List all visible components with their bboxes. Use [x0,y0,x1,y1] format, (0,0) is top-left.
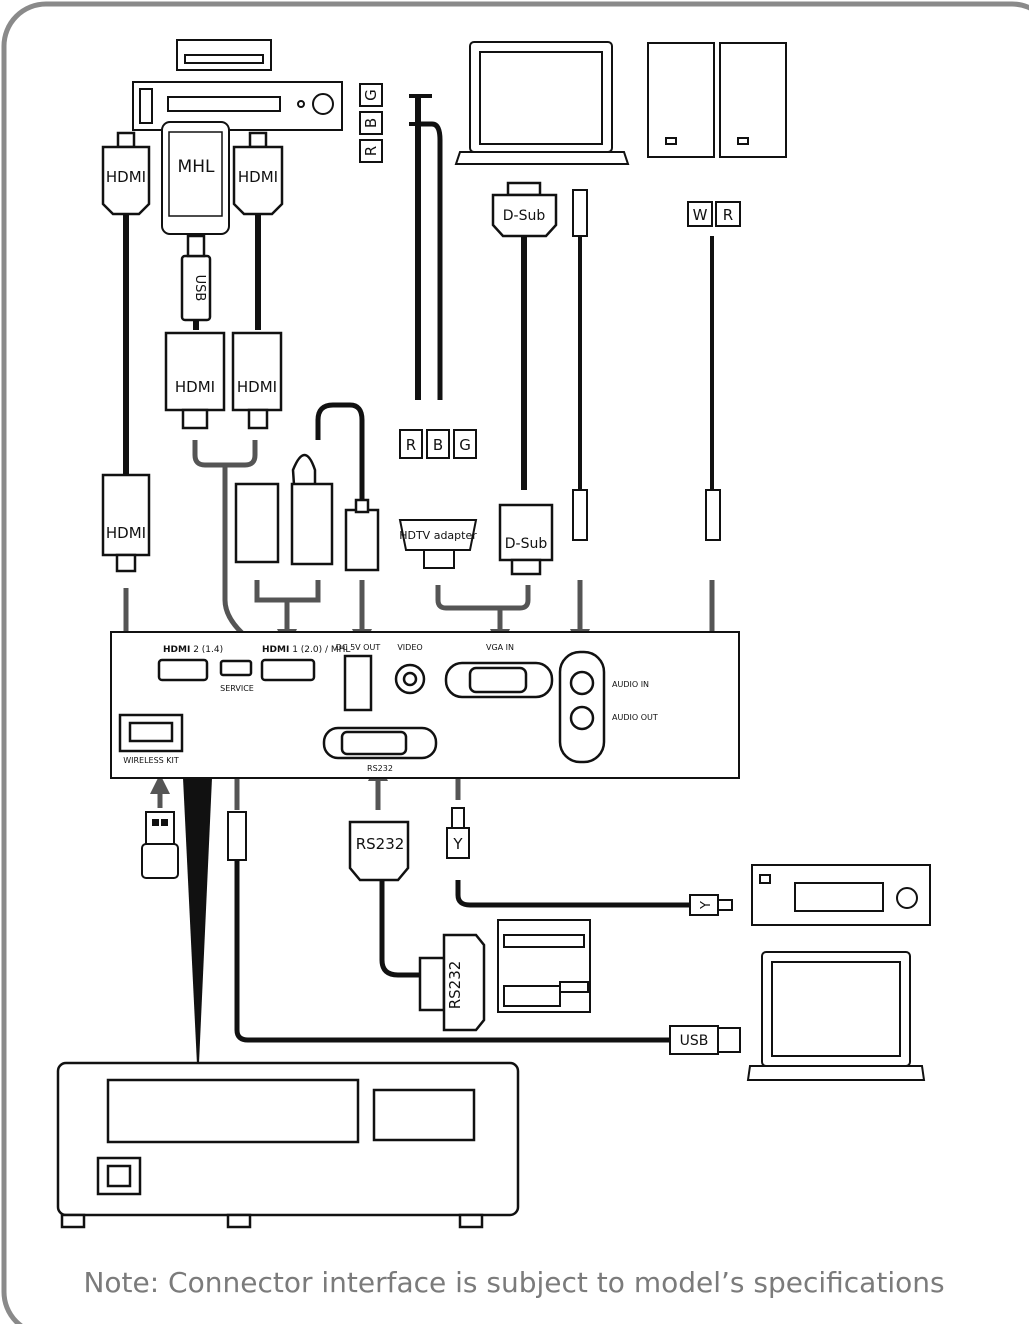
panel-ports [118,650,606,764]
rs232-side-connector [418,933,486,1032]
hdmi-label-1: HDMI [106,168,146,186]
dsub-label-top: D-Sub [503,208,546,224]
b-label-bottom: B [433,436,443,454]
mhl-label: MHL [178,157,215,177]
w-label: W [693,206,708,224]
hdtv-adapter [398,519,478,569]
r-label-bottom: R [406,436,416,454]
service-label: SERVICE [220,684,254,693]
dongles [234,453,380,572]
hdtv-adapter-label: HDTV adapter [399,529,477,542]
rs232-label-side: RS232 [446,961,464,1010]
g-label-bottom: G [459,436,471,454]
y-connector [446,807,470,859]
dsub-label-bottom: D-Sub [505,536,548,552]
wr-connectors [687,201,741,227]
vcr-icon [751,864,931,926]
dvd-player-icon [132,39,343,131]
rs232-label-plug: RS232 [356,835,405,853]
hdmi-label-5: HDMI [106,524,146,542]
rs232-connector [348,820,410,882]
video-plug-side [689,894,733,916]
laptop-bottom-icon [746,951,926,1081]
panel-hdmi2-label: HDMI 2 (1.4) [163,645,223,655]
dc5v-label: DC 5V OUT [336,643,381,652]
r-label-top: R [362,146,380,156]
vga-in-label: VGA IN [486,643,514,652]
g-label-top: G [362,89,380,101]
rs232-port-label: RS232 [367,764,393,773]
panel-hdmi1-label: HDMI 1 (2.0) / MHL [262,645,350,655]
y-label-plug: Y [452,835,463,853]
b-label-top: B [362,118,380,128]
dsub-connectors [491,181,558,576]
laptop-top-icon [454,41,630,165]
video-label: VIDEO [397,643,422,652]
usb-plug-bottom [669,1025,741,1055]
rs232-device-icon [497,919,591,1013]
rgb-top-connectors [359,83,383,163]
zoom-funnel [183,778,212,1085]
note-text: Note: Connector interface is subject to … [83,1266,944,1299]
hdmi-logo-1: HDMI [262,645,289,655]
hdmi-label-2: HDMI [238,168,278,186]
micro-usb-plug [227,811,247,861]
phone-icon: MHL [161,121,230,235]
projector-icon [56,1061,520,1229]
audio-in-label: AUDIO IN [612,680,649,689]
audio-out-label: AUDIO OUT [612,713,658,722]
y-label-side: Y [699,901,714,910]
hdmi-label-3: HDMI [175,378,215,396]
audio-jacks [572,189,721,541]
cables [123,94,714,1043]
hdmi1-port-label: 1 (2.0) / MHL [292,645,350,655]
usb-stick-icon [141,811,179,879]
speakers-icon [647,42,787,158]
hdmi-connectors [101,131,284,573]
hdmi-label-4: HDMI [237,378,277,396]
rgb-bottom-connectors [399,429,477,459]
hdmi-logo-2: HDMI [163,645,190,655]
usb-label-bottom: USB [680,1033,709,1049]
r-label-audio: R [723,206,733,224]
hdmi2-port-label: 2 (1.4) [193,645,223,655]
usb-label-phone: USB [192,275,207,302]
wireless-kit-label: WIRELESS KIT [123,756,179,765]
